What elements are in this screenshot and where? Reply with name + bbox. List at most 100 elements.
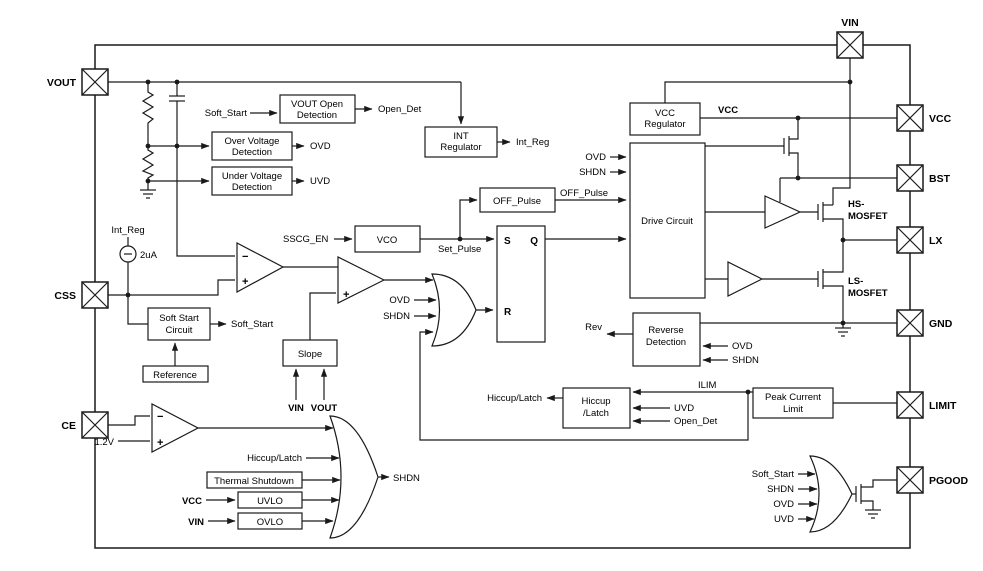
block-vout-open-detection: VOUT Open Detection	[279, 94, 356, 124]
ce-comparator: − +	[151, 403, 200, 453]
vcc-net-label: VCC	[718, 105, 738, 116]
drive-shdn-label: SHDN	[579, 167, 606, 178]
block-label: Drive Circuit	[641, 216, 693, 227]
block-over-voltage-detection: Over Voltage Detection	[211, 131, 293, 161]
shdn-or-gate	[329, 415, 379, 539]
block-ovlo: OVLO	[237, 512, 303, 530]
junction-dots	[125, 79, 853, 395]
pin-label-lx: LX	[929, 235, 942, 247]
int-reg-out-label: Int_Reg	[516, 137, 549, 148]
or1-shdn-label: SHDN	[383, 311, 410, 322]
block-off-pulse: OFF_Pulse	[479, 187, 556, 213]
block-label: OFF_Pulse	[493, 196, 541, 207]
or1-ovd-label: OVD	[389, 295, 410, 306]
block-label: Slope	[298, 349, 322, 360]
shdn-gate-hiccup-label: Hiccup/Latch	[247, 453, 302, 464]
pin-label-limit: LIMIT	[929, 400, 957, 412]
block-label: Reference	[153, 370, 197, 381]
revdet-shdn-label: SHDN	[732, 355, 759, 366]
minus-input-label: −	[157, 411, 163, 423]
pin-vin: VIN	[836, 17, 864, 59]
sscg-en-label: SSCG_EN	[283, 234, 329, 245]
rev-label: Rev	[585, 322, 602, 333]
block-vcc-regulator: VCC Regulator	[629, 102, 701, 136]
block-label: Thermal Shutdown	[214, 476, 294, 487]
pin-limit: LIMIT	[896, 391, 957, 419]
block-label: Peak Current	[765, 392, 821, 403]
pin-vcc: VCC	[896, 104, 952, 132]
block-int-regulator: INT Regulator	[424, 126, 498, 158]
pin-vout: VOUT	[47, 68, 109, 96]
block-reverse-detection: Reverse Detection	[632, 312, 701, 367]
ovd-out-label: OVD	[310, 141, 331, 152]
block-label: Reverse	[648, 325, 683, 336]
soft-start-in-label: Soft_Start	[205, 108, 248, 119]
ground-icon	[865, 509, 881, 519]
drive-ovd-label: OVD	[585, 152, 606, 163]
pin-ce: CE	[61, 411, 109, 439]
block-label: INT	[453, 131, 469, 142]
signal-labels: Soft_Start Open_Det OVD UVD Int_Reg SSCG…	[94, 104, 887, 528]
block-thermal-shutdown: Thermal Shutdown	[206, 471, 303, 489]
block-label: Regulator	[440, 142, 481, 153]
block-label: Limit	[783, 404, 803, 415]
pin-label-gnd: GND	[929, 318, 953, 330]
ls-gate-driver	[727, 261, 764, 297]
plus-input-label: +	[343, 289, 349, 301]
pwm-comparator: +	[337, 256, 386, 304]
open-det-out-label: Open_Det	[378, 104, 422, 115]
pgood-uvd-label: UVD	[774, 514, 794, 525]
error-amplifier: − +	[236, 242, 285, 294]
current-source-icon: Int_Reg 2uA	[111, 225, 158, 263]
ground-icon	[835, 323, 851, 337]
block-label: Hiccup	[581, 396, 610, 407]
block-label: Detection	[232, 147, 272, 158]
slope-vin-label: VIN	[288, 403, 304, 414]
pin-label-css: CSS	[54, 290, 76, 302]
block-label: VOUT Open	[291, 99, 343, 110]
ls-mosfet-label-2: MOSFET	[848, 288, 888, 299]
latch-q-label: Q	[530, 236, 538, 247]
block-label: Detection	[297, 110, 337, 121]
block-soft-start-circuit: Soft Start Circuit	[147, 307, 211, 341]
pin-label-bst: BST	[929, 173, 951, 185]
block-label: Regulator	[644, 119, 685, 130]
pin-lx: LX	[896, 226, 942, 254]
block-label: UVLO	[257, 496, 283, 507]
revdet-ovd-label: OVD	[732, 341, 753, 352]
shdn-out-label: SHDN	[393, 473, 420, 484]
block-label: VCO	[377, 235, 398, 246]
pin-label-vout: VOUT	[47, 77, 77, 89]
ilim-label: ILIM	[698, 380, 717, 391]
bootstrap-mosfet-icon	[783, 136, 790, 156]
block-under-voltage-detection: Under Voltage Detection	[211, 166, 293, 196]
latch-r-label: R	[504, 307, 512, 318]
ground-icon	[140, 189, 156, 199]
pin-label-ce: CE	[61, 420, 76, 432]
hs-gate-driver	[764, 195, 802, 229]
set-pulse-label: Set_Pulse	[438, 244, 481, 255]
pgood-mosfet-icon	[855, 484, 862, 504]
plus-input-label: +	[157, 437, 163, 449]
pin-label-pgood: PGOOD	[929, 475, 969, 487]
block-label: Detection	[646, 337, 686, 348]
hiccup-out-label: Hiccup/Latch	[487, 393, 542, 404]
pin-label-vin: VIN	[841, 17, 859, 29]
plus-input-label: +	[242, 276, 248, 288]
reset-or-gate	[431, 273, 477, 347]
off-pulse-wire-label: OFF_Pulse	[560, 188, 608, 199]
hs-mosfet-label-2: MOSFET	[848, 211, 888, 222]
block-drive-circuit: Drive Circuit	[629, 142, 706, 299]
block-label: Over Voltage	[225, 136, 280, 147]
pin-gnd: GND	[896, 309, 953, 337]
hiccup-uvd-label: UVD	[674, 403, 694, 414]
block-uvlo: UVLO	[237, 491, 303, 509]
pin-bst: BST	[896, 164, 951, 192]
hs-mosfet-icon	[817, 202, 824, 222]
ovlo-vin-label: VIN	[188, 517, 204, 528]
block-label: VCC	[655, 108, 675, 119]
block-label: Circuit	[166, 325, 193, 336]
ls-mosfet-icon	[817, 269, 824, 289]
pgood-or-gate	[809, 455, 853, 533]
